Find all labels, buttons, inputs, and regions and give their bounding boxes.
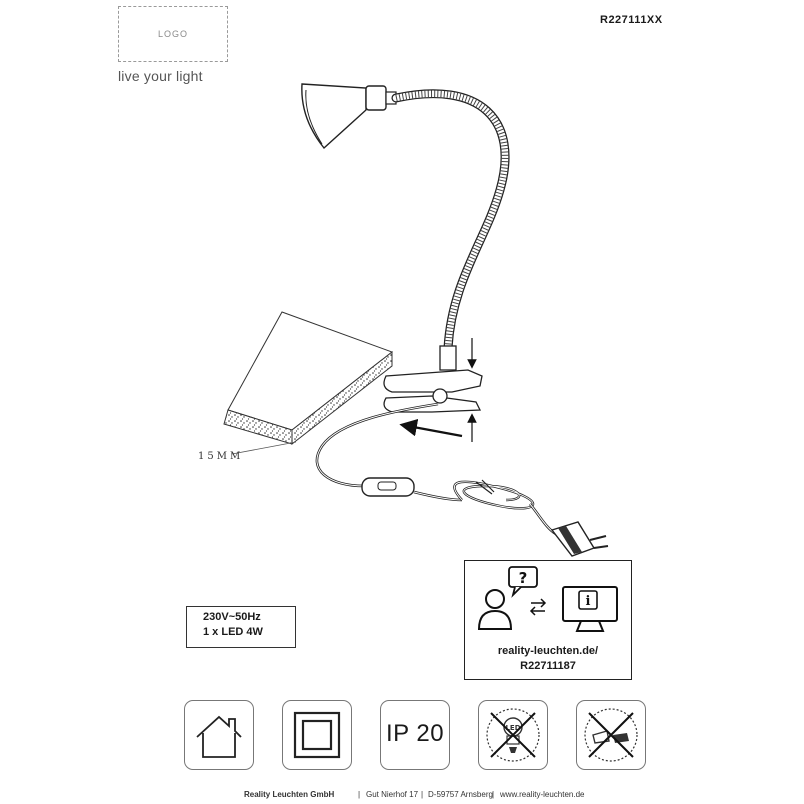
table-board <box>223 311 394 446</box>
question-bubble-icon: ? <box>508 566 538 598</box>
euro-plug <box>550 521 609 557</box>
spec-box: 230V~50Hz 1 x LED 4W <box>186 606 296 648</box>
thickness-label: 15MM <box>198 451 243 462</box>
exchange-arrows-icon <box>529 598 547 616</box>
no-led-replacement-icon: LED <box>478 700 548 770</box>
footer-sep-3: | <box>492 790 495 799</box>
info-graphics: ? i <box>477 566 618 632</box>
support-url: reality-leuchten.de/ <box>497 645 599 657</box>
gooseneck-arm <box>391 89 510 353</box>
footer-sep-2: | <box>421 790 424 799</box>
info-panel: ? i reality-leuchten.de/ R22711187 <box>464 560 632 680</box>
footer-city: D-59757 Arnsberg <box>428 790 493 799</box>
ip-rating-badge: IP 20 <box>380 700 450 770</box>
support-article: R22711187 <box>520 660 576 672</box>
monitor-info-icon: i <box>562 586 618 632</box>
no-disassembly-icon <box>576 700 646 770</box>
protection-class-2-icon <box>282 700 352 770</box>
lamp-shade <box>301 83 397 150</box>
person-icon <box>477 589 513 630</box>
logo-placeholder: LOGO <box>118 6 228 62</box>
spec-voltage: 230V~50Hz <box>203 611 261 623</box>
svg-text:LED: LED <box>505 724 520 732</box>
brand-tagline: live your light <box>118 68 203 84</box>
clamp <box>383 345 483 413</box>
footer-address: Gut Nierhof 17 <box>366 790 419 799</box>
mounting-arrows <box>399 338 477 442</box>
brand-block: LOGO live your light <box>118 6 238 84</box>
footer-sep-1: | <box>358 790 361 799</box>
svg-text:?: ? <box>519 569 528 587</box>
inline-switch <box>361 477 415 497</box>
svg-text:i: i <box>586 594 591 609</box>
spec-light-source: 1 x LED 4W <box>203 626 263 638</box>
power-cable <box>315 402 557 536</box>
thickness-callout: 15MM <box>198 441 297 462</box>
indoor-house-icon <box>184 700 254 770</box>
article-number: R227111XX <box>600 14 663 26</box>
footer-company: Reality Leuchten GmbH <box>244 790 335 799</box>
footer-website[interactable]: www.reality-leuchten.de <box>500 790 585 799</box>
